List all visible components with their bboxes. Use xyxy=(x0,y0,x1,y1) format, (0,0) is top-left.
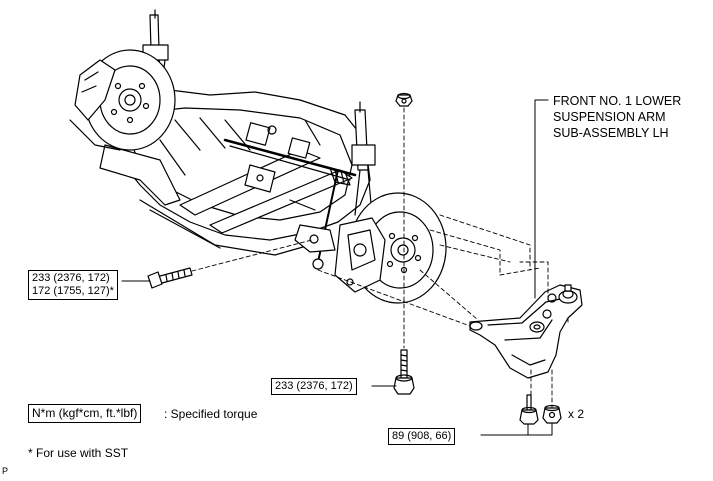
left-brake-hub xyxy=(69,49,176,151)
torque-units-text: N*m (kgf*cm, ft.*lbf) xyxy=(32,406,138,420)
right-brake-caliper xyxy=(334,217,386,293)
lower-bolt-icon xyxy=(393,349,415,395)
front-subframe-assembly xyxy=(99,89,371,256)
torque-units-box: N*m (kgf*cm, ft.*lbf) xyxy=(28,404,142,423)
torque-callout-arm-fasteners: 89 (908, 66) xyxy=(388,428,456,445)
leader-lines xyxy=(121,99,553,436)
assembly-guide-lines xyxy=(191,107,569,409)
arm-bolt-icon xyxy=(519,394,539,425)
top-nut-icon xyxy=(395,92,413,107)
right-knuckle-arm xyxy=(294,224,336,253)
torque-callout-lower-bolt: 233 (2376, 172) xyxy=(271,378,357,395)
sst-note: * For use with SST xyxy=(28,446,129,460)
quantity-label: x 2 xyxy=(568,407,585,421)
torque-arm-value: 89 (908, 66) xyxy=(392,430,452,442)
part-name-line-3: SUB-ASSEMBLY LH xyxy=(553,126,669,140)
part-name-label: FRONT NO. 1 LOWER SUSPENSION ARM SUB-ASS… xyxy=(553,93,681,141)
torque-lower-value: 233 (2376, 172) xyxy=(275,380,353,392)
torque-units-description: : Specified torque xyxy=(164,407,258,421)
figure-marker: P xyxy=(2,466,9,476)
torque-left-line-2: 172 (1755, 127)* xyxy=(32,285,114,297)
torque-left-line-1: 233 (2376, 172) xyxy=(32,272,110,284)
torque-callout-left-bolt: 233 (2376, 172) 172 (1755, 127)* xyxy=(28,270,118,300)
left-bolt-icon xyxy=(147,267,193,289)
lower-suspension-arm xyxy=(469,284,583,379)
part-name-line-2: SUSPENSION ARM xyxy=(553,110,666,124)
right-strut-assembly xyxy=(351,101,376,216)
part-name-line-1: FRONT NO. 1 LOWER xyxy=(553,94,682,108)
